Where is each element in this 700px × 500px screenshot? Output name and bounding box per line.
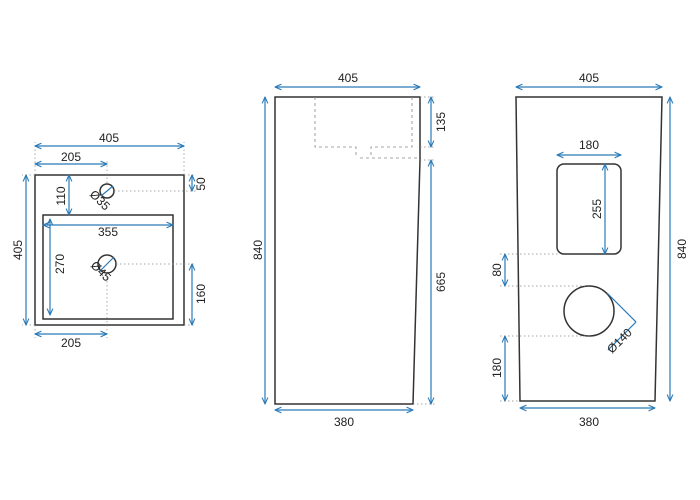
label-basin-depth: 270 bbox=[53, 254, 67, 274]
label-overall-width: 405 bbox=[99, 131, 119, 145]
pedestal-front-outline bbox=[274, 96, 421, 405]
label-back-bottom-width: 380 bbox=[579, 415, 599, 429]
basin-outer-outline bbox=[34, 174, 185, 326]
label-service-opening-width: 180 bbox=[579, 138, 599, 152]
label-pipe-hole-diameter: Ø140 bbox=[604, 325, 635, 356]
leader-drain-diameter bbox=[99, 256, 115, 272]
leader-tap-hole-diameter bbox=[100, 185, 114, 197]
label-tap-offset-y: 110 bbox=[54, 186, 68, 205]
label-tap-hole-diameter: Ø35 bbox=[87, 187, 113, 213]
top-view: 405 205 405 110 50 Ø35 355 270 Ø45 bbox=[11, 131, 208, 350]
label-front-top-width: 405 bbox=[338, 71, 358, 85]
label-overall-depth: 405 bbox=[11, 240, 25, 260]
label-front-pedestal-height: 665 bbox=[434, 272, 448, 292]
leader-pipe-hole-diameter bbox=[606, 292, 637, 323]
label-gap: 80 bbox=[490, 263, 504, 277]
label-service-opening-height: 255 bbox=[590, 199, 604, 219]
label-back-top-width: 405 bbox=[579, 71, 599, 85]
front-view: 405 135 840 665 380 bbox=[251, 71, 448, 429]
back-view: 405 180 255 840 80 Ø140 180 380 bbox=[490, 71, 689, 429]
label-drain-diameter: Ø45 bbox=[88, 258, 114, 284]
basin-inner-outline bbox=[42, 214, 174, 320]
label-drain-offset-x: 205 bbox=[61, 336, 81, 350]
label-front-basin-depth: 135 bbox=[434, 112, 448, 132]
label-front-bottom-width: 380 bbox=[334, 415, 354, 429]
pipe-hole bbox=[563, 285, 615, 337]
label-front-total-height: 840 bbox=[251, 240, 265, 260]
pedestal-back-outline bbox=[515, 96, 663, 402]
service-opening bbox=[556, 163, 622, 255]
leader-pipe-hole-tail bbox=[607, 321, 637, 351]
label-pipe-hole-height: 180 bbox=[490, 358, 504, 378]
label-tap-offset-back: 50 bbox=[194, 177, 208, 191]
hidden-basin-bowl bbox=[314, 97, 413, 155]
label-basin-width: 355 bbox=[98, 225, 118, 239]
label-back-total-height: 840 bbox=[675, 239, 689, 259]
label-drain-offset-front: 160 bbox=[194, 284, 208, 304]
label-tap-offset-x: 205 bbox=[61, 150, 81, 164]
